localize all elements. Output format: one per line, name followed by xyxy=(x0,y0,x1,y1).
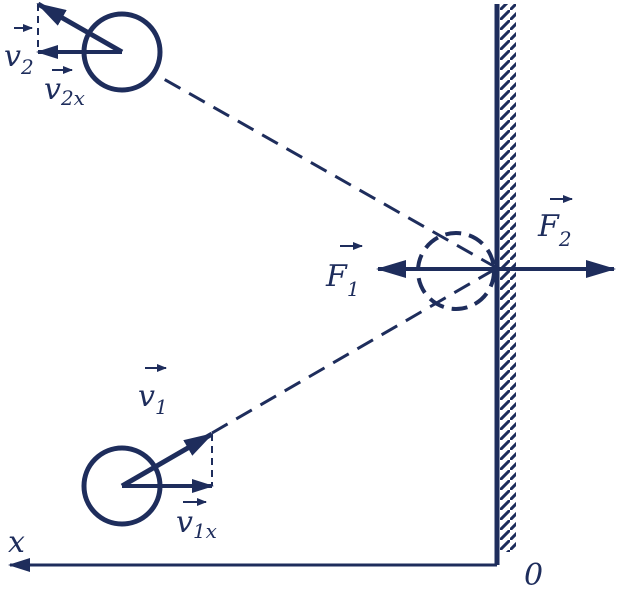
f1-label-text: F1 xyxy=(325,259,360,301)
v1x-label-text: v1x xyxy=(176,505,217,543)
label-f2: F2 xyxy=(537,195,573,251)
label-v2: v2 xyxy=(4,24,34,79)
v1-arrow xyxy=(120,431,214,489)
x-axis-label: x xyxy=(8,525,25,560)
v1-label-text: v1 xyxy=(138,379,168,419)
label-f1: F1 xyxy=(325,242,363,301)
ball-initial xyxy=(81,431,214,527)
ball-final xyxy=(36,1,163,93)
f2-label-text: F2 xyxy=(537,209,572,251)
wall xyxy=(494,4,516,565)
origin-label: 0 xyxy=(524,558,543,589)
v2-label-text: v2 xyxy=(4,39,34,79)
label-v2x: v2x xyxy=(44,66,85,110)
ball-impact xyxy=(376,231,616,311)
label-v1x: v1x xyxy=(176,498,217,543)
trajectory xyxy=(161,76,498,435)
wall-hatching xyxy=(500,4,516,552)
v2x-label-text: v2x xyxy=(44,72,85,110)
trajectory-outgoing xyxy=(161,76,498,270)
v2-arrow xyxy=(36,1,124,55)
label-v1: v1 xyxy=(138,364,168,419)
